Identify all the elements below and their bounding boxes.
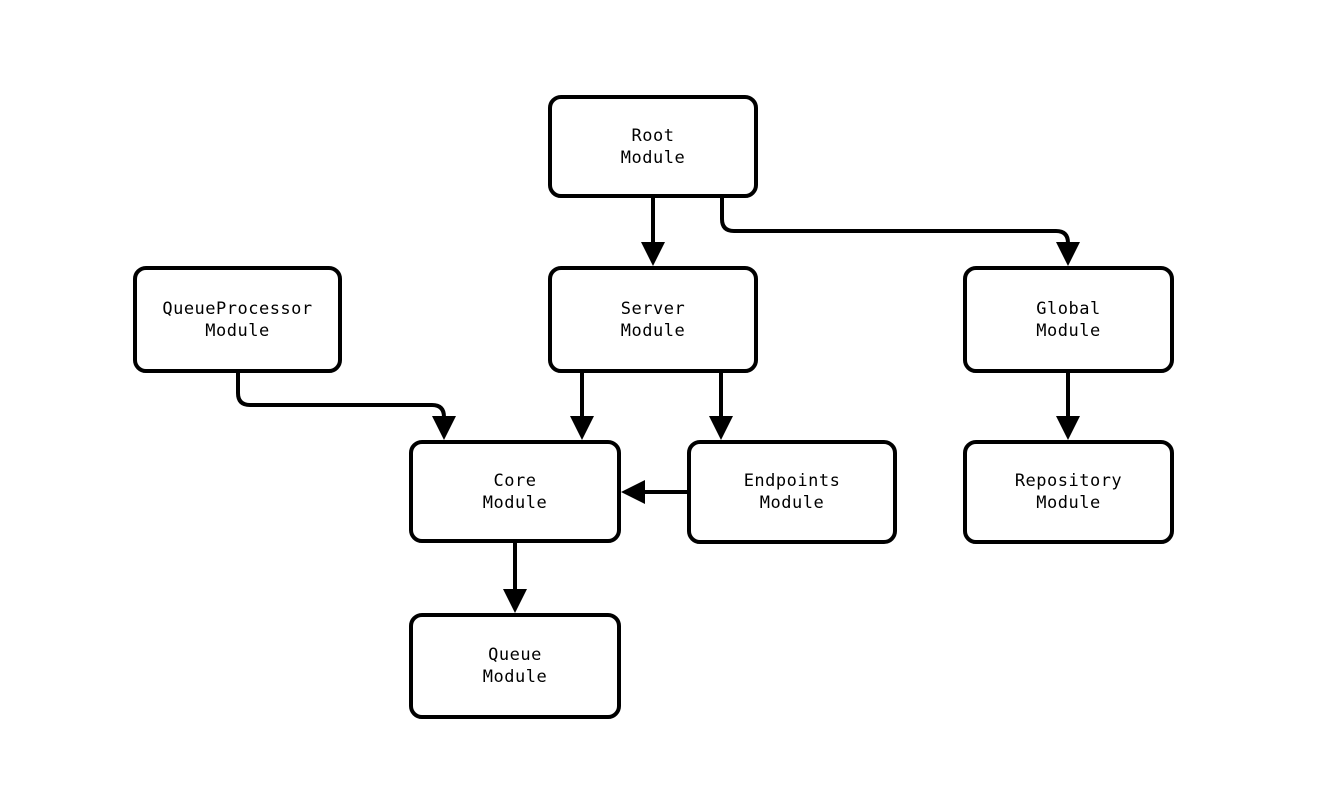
node-queueprocessor-module[interactable]: QueueProcessor Module bbox=[133, 266, 342, 373]
node-queueprocessor-module-label: QueueProcessor Module bbox=[162, 298, 313, 341]
edge-global-to-repository bbox=[1056, 373, 1080, 440]
node-server-module[interactable]: Server Module bbox=[548, 266, 758, 373]
node-root-module-label: Root Module bbox=[620, 125, 686, 168]
edge-queueprocessor-to-core bbox=[236, 373, 456, 440]
node-queue-module-label: Queue Module bbox=[482, 645, 548, 687]
node-root-module[interactable]: Root Module bbox=[548, 95, 758, 198]
edge-endpoints-to-core bbox=[621, 480, 687, 504]
edge-server-to-endpoints bbox=[709, 373, 733, 440]
node-repository-module-label: Repository Module bbox=[1014, 471, 1123, 513]
edge-root-to-server bbox=[641, 198, 665, 266]
node-core-module[interactable]: Core Module bbox=[409, 440, 621, 543]
edge-core-to-queue bbox=[503, 543, 527, 613]
node-server-module-label: Server Module bbox=[620, 298, 686, 341]
node-endpoints-module[interactable]: Endpoints Module bbox=[687, 440, 897, 544]
edge-root-to-global bbox=[720, 198, 1080, 266]
node-global-module-label: Global Module bbox=[1036, 298, 1101, 341]
node-repository-module[interactable]: Repository Module bbox=[963, 440, 1174, 544]
edge-server-to-core bbox=[570, 373, 594, 440]
node-global-module[interactable]: Global Module bbox=[963, 266, 1174, 373]
node-queue-module[interactable]: Queue Module bbox=[409, 613, 621, 719]
node-core-module-label: Core Module bbox=[482, 470, 548, 513]
node-endpoints-module-label: Endpoints Module bbox=[743, 471, 841, 513]
